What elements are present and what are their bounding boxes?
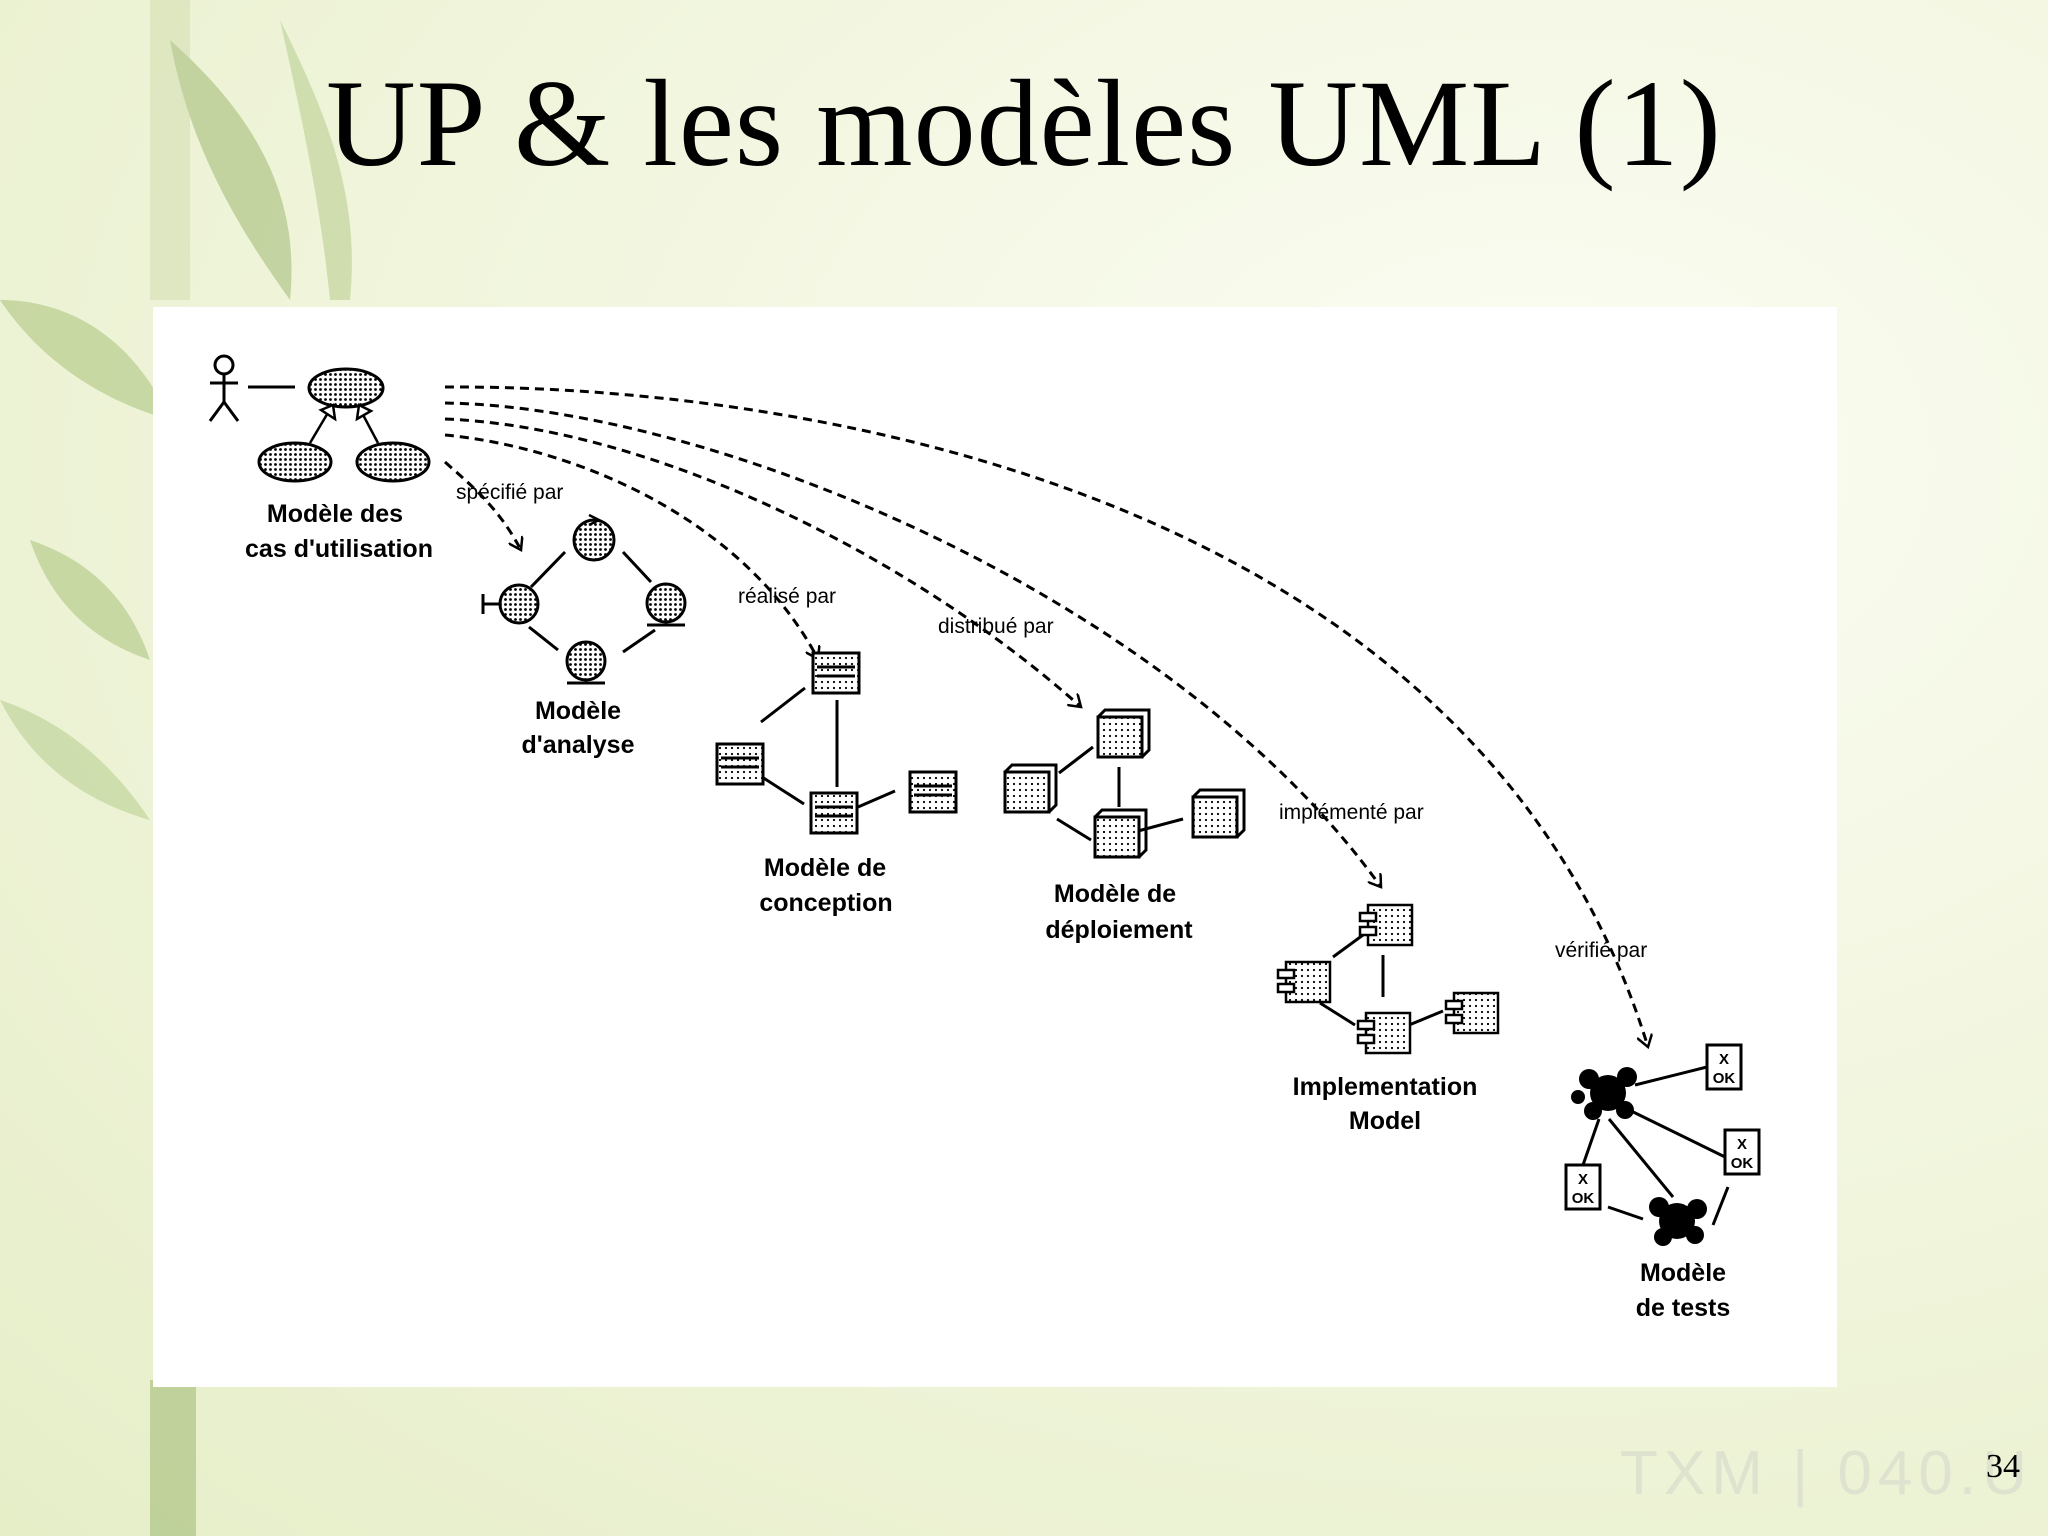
analysis-model-label-2: d'analyse [522,731,635,759]
analysis-entity-icon [565,640,607,685]
curve-verified-by [444,385,1648,1047]
component-icon [1356,1011,1412,1055]
use-case-model-label-1: Modèle des [267,500,403,528]
relation-distributed-by: distribué par [938,615,1054,638]
test-procedure-icon [1571,1067,1637,1120]
curve-implemented-by [444,401,1381,887]
diagram-panel: Modèle des cas d'utilisation spécifié pa… [153,307,1837,1387]
use-case-icon [307,367,385,409]
analysis-model: Modèle d'analyse [481,513,687,759]
test-procedure-icon [1649,1197,1707,1246]
class-icon [809,791,859,835]
relation-implemented-by: implémenté par [1279,801,1424,824]
implementation-links [1319,933,1444,1027]
use-case-icon [257,441,333,483]
use-case-model: Modèle des cas d'utilisation [208,354,433,563]
test-model-label-2: de tests [1636,1294,1730,1322]
node-icon [1093,808,1148,859]
implementation-model-label-2: Model [1349,1107,1421,1135]
implementation-model-label-1: Implementation [1293,1073,1478,1101]
component-icon [1444,991,1500,1035]
design-model: Modèle de conception [715,651,958,917]
test-model: X OK X OK X OK Modèle de tests [1564,1043,1761,1322]
analysis-entity-icon [645,582,687,627]
analysis-boundary-icon [481,583,540,625]
test-links [1581,1065,1730,1226]
page-number: 34 [1986,1448,2020,1485]
up-uml-models-diagram: Modèle des cas d'utilisation spécifié pa… [208,354,1761,1322]
design-links [760,686,896,809]
component-icon [1358,903,1414,947]
component-icon [1276,960,1332,1004]
test-case-x: X [1719,1051,1729,1068]
implementation-model: Implementation Model [1276,903,1500,1135]
node-icon [1003,763,1058,814]
curve-distributed-by [444,417,1081,707]
design-model-label-1: Modèle de [764,854,886,882]
relation-specified-by: spécifié par [456,481,563,504]
relation-realized-by: réalisé par [738,585,836,608]
class-icon [811,651,861,695]
node-icon [1191,788,1246,839]
test-case-ok: OK [1572,1190,1595,1207]
analysis-model-label-1: Modèle [535,697,621,725]
actor-icon [208,354,295,422]
watermark: TXM | 040.U [1620,1439,2033,1508]
class-icon [908,770,958,814]
design-model-label-2: conception [759,889,892,917]
test-case-icon: X OK [1723,1128,1761,1176]
class-icon [715,742,765,786]
use-case-model-label-2: cas d'utilisation [245,535,433,563]
analysis-control-icon [572,513,616,562]
curve-realized-by [444,433,818,659]
dependency-curves [444,385,1648,1047]
test-case-icon: X OK [1705,1043,1743,1091]
deployment-model-label-2: déploiement [1045,916,1193,944]
test-case-icon: X OK [1564,1163,1602,1211]
use-case-icon [355,441,431,483]
test-case-ok: OK [1731,1155,1754,1172]
node-icon [1096,708,1151,759]
relation-verified-by: vérifié par [1555,939,1647,962]
test-case-ok: OK [1713,1070,1736,1087]
curve-specified-by [444,460,521,550]
test-model-label-1: Modèle [1640,1259,1726,1287]
slide-title: UP & les modèles UML (1) [326,55,1722,192]
test-case-x: X [1737,1136,1747,1153]
deployment-model-label-1: Modèle de [1054,880,1176,908]
generalization-arrows [308,403,380,444]
analysis-links [528,550,656,654]
test-case-x: X [1578,1171,1588,1188]
deployment-model: Modèle de déploiement [1003,708,1246,944]
